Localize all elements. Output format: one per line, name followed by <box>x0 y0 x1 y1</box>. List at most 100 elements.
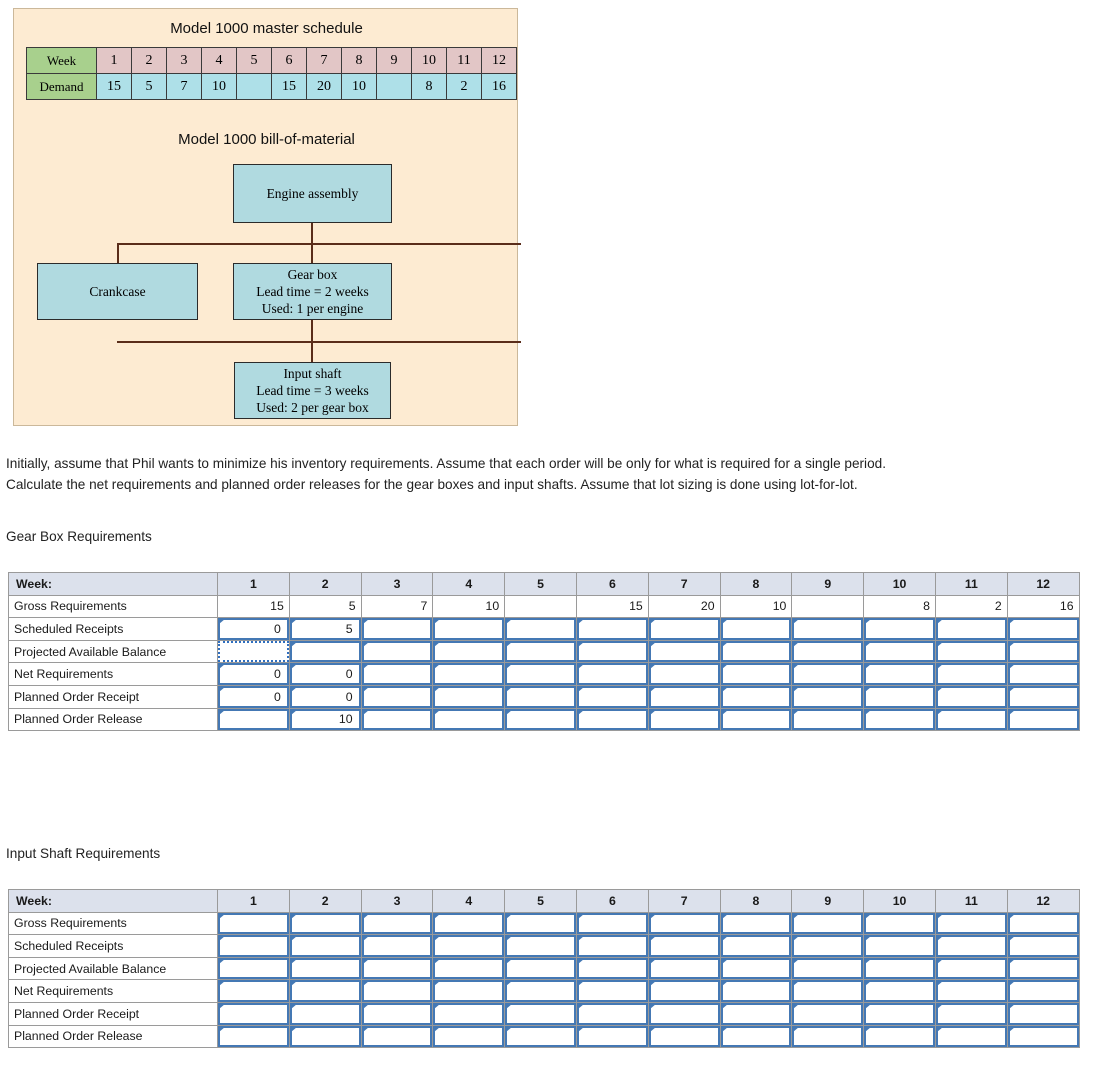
editable-cell[interactable] <box>791 934 865 958</box>
editable-cell[interactable] <box>575 617 649 641</box>
editable-cell[interactable] <box>934 1001 1008 1026</box>
editable-cell[interactable] <box>791 639 865 664</box>
editable-cell[interactable] <box>1006 934 1080 958</box>
editable-cell[interactable] <box>1006 956 1080 981</box>
editable-cell[interactable] <box>432 684 506 709</box>
editable-cell[interactable] <box>360 639 434 664</box>
editable-cell[interactable] <box>432 1024 506 1049</box>
editable-cell[interactable] <box>288 1024 362 1049</box>
editable-cell[interactable] <box>791 911 865 936</box>
editable-cell[interactable] <box>1006 639 1080 664</box>
editable-cell[interactable] <box>504 979 577 1003</box>
editable-cell[interactable] <box>863 911 936 936</box>
editable-cell[interactable] <box>1006 911 1080 936</box>
editable-cell[interactable] <box>791 956 865 981</box>
editable-cell[interactable] <box>1006 662 1080 686</box>
editable-cell[interactable] <box>1006 1001 1080 1026</box>
editable-cell[interactable] <box>1006 684 1080 709</box>
editable-cell[interactable] <box>504 956 577 981</box>
editable-cell[interactable] <box>647 979 721 1003</box>
editable-cell[interactable] <box>647 707 721 732</box>
editable-cell[interactable] <box>647 639 721 664</box>
editable-cell[interactable] <box>647 934 721 958</box>
editable-cell[interactable] <box>791 1001 865 1026</box>
editable-cell[interactable] <box>934 662 1008 686</box>
editable-cell[interactable] <box>575 934 649 958</box>
editable-cell[interactable] <box>575 911 649 936</box>
gear-box-requirements-table[interactable]: Week: 1 2 3 4 5 6 7 8 9 10 11 12 Gross R… <box>8 572 1080 732</box>
editable-cell[interactable] <box>217 639 290 664</box>
editable-cell[interactable] <box>719 1024 793 1049</box>
editable-cell[interactable] <box>647 662 721 686</box>
editable-cell[interactable] <box>719 707 793 732</box>
editable-cell[interactable] <box>288 911 362 936</box>
input-shaft-requirements-table[interactable]: Week: 1 2 3 4 5 6 7 8 9 10 11 12 Gross R… <box>8 889 1080 1049</box>
editable-cell[interactable] <box>575 639 649 664</box>
editable-cell[interactable] <box>719 662 793 686</box>
editable-cell[interactable] <box>863 1024 936 1049</box>
editable-cell[interactable] <box>360 1001 434 1026</box>
editable-cell[interactable] <box>647 617 721 641</box>
editable-cell[interactable]: 0 <box>217 662 290 686</box>
editable-cell[interactable] <box>719 1001 793 1026</box>
editable-cell[interactable] <box>647 684 721 709</box>
editable-cell[interactable] <box>432 956 506 981</box>
editable-cell[interactable] <box>934 707 1008 732</box>
editable-cell[interactable] <box>647 911 721 936</box>
editable-cell[interactable] <box>719 684 793 709</box>
editable-cell[interactable] <box>504 617 577 641</box>
editable-cell[interactable] <box>1006 1024 1080 1049</box>
editable-cell[interactable] <box>504 1001 577 1026</box>
editable-cell[interactable] <box>504 639 577 664</box>
editable-cell[interactable] <box>647 956 721 981</box>
editable-cell[interactable] <box>647 1001 721 1026</box>
editable-cell[interactable] <box>432 1001 506 1026</box>
editable-cell[interactable] <box>217 1001 290 1026</box>
editable-cell[interactable]: 0 <box>217 684 290 709</box>
editable-cell[interactable] <box>432 639 506 664</box>
editable-cell[interactable] <box>288 639 362 664</box>
editable-cell[interactable] <box>288 979 362 1003</box>
editable-cell[interactable] <box>791 979 865 1003</box>
editable-cell[interactable] <box>575 707 649 732</box>
editable-cell[interactable] <box>1006 707 1080 732</box>
editable-cell[interactable] <box>719 617 793 641</box>
editable-cell[interactable]: 0 <box>217 617 290 641</box>
editable-cell[interactable] <box>863 684 936 709</box>
editable-cell[interactable] <box>217 979 290 1003</box>
editable-cell[interactable] <box>934 639 1008 664</box>
editable-cell[interactable] <box>360 1024 434 1049</box>
editable-cell[interactable] <box>863 956 936 981</box>
editable-cell[interactable] <box>863 979 936 1003</box>
editable-cell[interactable] <box>791 617 865 641</box>
editable-cell[interactable] <box>432 979 506 1003</box>
editable-cell[interactable] <box>504 684 577 709</box>
editable-cell[interactable] <box>934 956 1008 981</box>
editable-cell[interactable] <box>934 1024 1008 1049</box>
editable-cell[interactable] <box>217 956 290 981</box>
editable-cell[interactable] <box>217 911 290 936</box>
editable-cell[interactable] <box>575 684 649 709</box>
editable-cell[interactable] <box>504 1024 577 1049</box>
editable-cell[interactable] <box>647 1024 721 1049</box>
editable-cell[interactable] <box>719 979 793 1003</box>
editable-cell[interactable] <box>504 662 577 686</box>
editable-cell[interactable] <box>360 956 434 981</box>
editable-cell[interactable] <box>575 662 649 686</box>
editable-cell[interactable] <box>288 934 362 958</box>
editable-cell[interactable] <box>504 911 577 936</box>
editable-cell[interactable] <box>360 684 434 709</box>
editable-cell[interactable] <box>863 617 936 641</box>
editable-cell[interactable] <box>863 1001 936 1026</box>
editable-cell[interactable] <box>360 911 434 936</box>
editable-cell[interactable] <box>432 911 506 936</box>
editable-cell[interactable] <box>934 684 1008 709</box>
editable-cell[interactable] <box>360 707 434 732</box>
editable-cell[interactable] <box>719 956 793 981</box>
editable-cell[interactable] <box>288 1001 362 1026</box>
editable-cell[interactable] <box>791 1024 865 1049</box>
editable-cell[interactable] <box>934 617 1008 641</box>
editable-cell[interactable] <box>504 934 577 958</box>
editable-cell[interactable] <box>719 639 793 664</box>
editable-cell[interactable] <box>575 979 649 1003</box>
